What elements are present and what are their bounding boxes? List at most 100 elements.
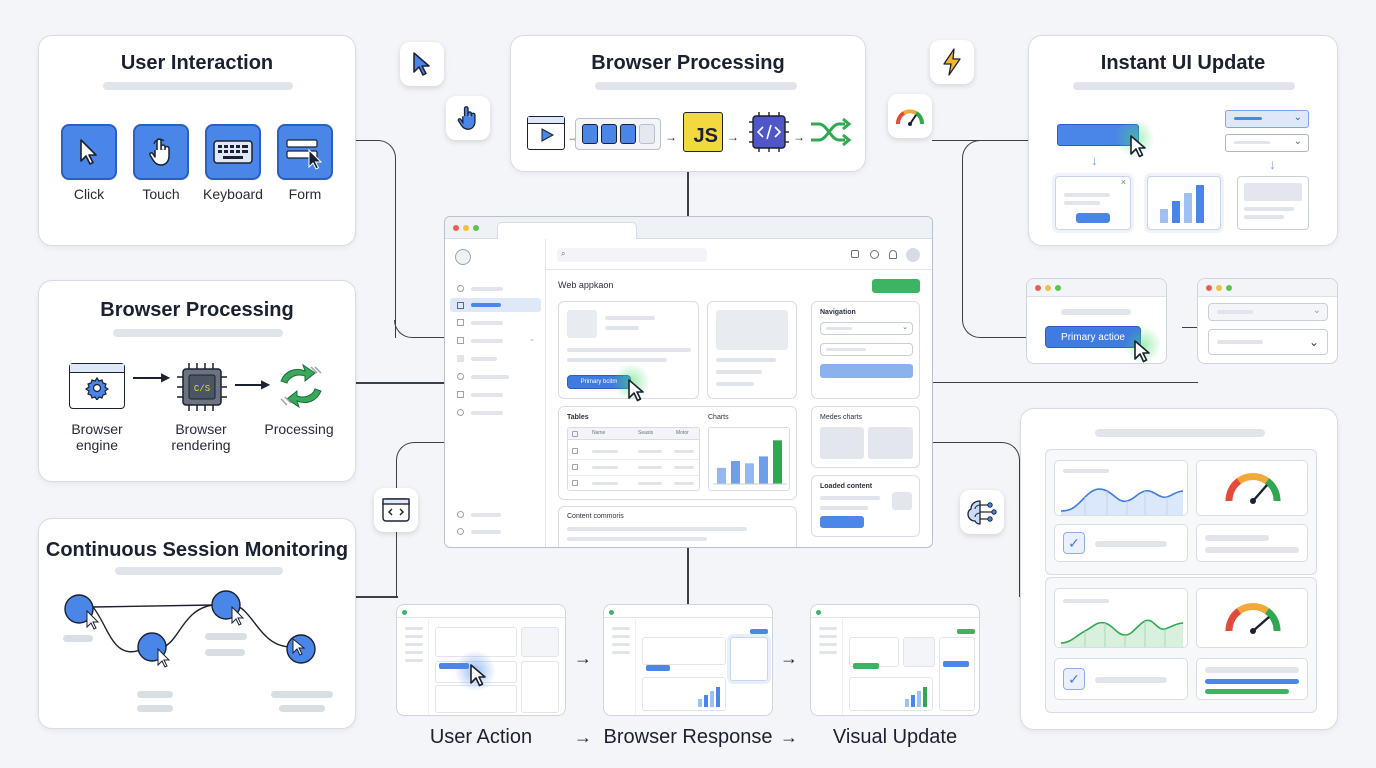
navigation-select[interactable]: ⌄ (820, 322, 913, 335)
mini-select-open[interactable]: ⌄ (1208, 329, 1328, 355)
primary-action-button[interactable]: Primary actioe (1045, 326, 1141, 348)
lightning-icon (943, 48, 961, 76)
browser-engine-label: Browser engine (71, 421, 123, 453)
flow-step-label: User Action (429, 726, 533, 748)
row-checkbox[interactable] (572, 448, 578, 454)
keyboard-icon (213, 140, 253, 164)
dropdown-selected[interactable]: ⌄ (1225, 110, 1309, 128)
table-header: Seasts (638, 430, 654, 436)
dropdown[interactable]: ⌄ (1225, 134, 1309, 152)
cursor-icon (1134, 340, 1150, 363)
flow-arrow: → (574, 648, 592, 668)
shuffle-icon (811, 117, 851, 147)
processing-label: Processing (264, 421, 334, 437)
card-title: Browser Processing (100, 299, 294, 321)
tables-label: Tables (567, 414, 589, 421)
flow-arrow: → (574, 727, 592, 747)
chevron-down-icon: ⌄ (529, 336, 535, 343)
image-icon[interactable] (851, 250, 859, 258)
text-tile (1196, 524, 1308, 562)
bar-chart-svg (713, 440, 787, 485)
content-preview (1237, 176, 1309, 230)
profile-avatar[interactable] (906, 248, 920, 262)
line-chart-tile (1054, 588, 1188, 648)
search-input[interactable]: ⌕ (557, 248, 707, 262)
instant-ui-update-card: Instant UI Update ↓ × ⌄ ⌄ ↓ (1028, 35, 1338, 246)
connector-browser-processing (356, 382, 444, 384)
click-tile[interactable] (61, 124, 117, 180)
chip-text: C/S (194, 384, 210, 394)
checkbox-tile: ✓ (1054, 658, 1188, 700)
card-title: Instant UI Update (1100, 52, 1266, 74)
green-action-button[interactable] (872, 279, 920, 293)
arrow-head: ▶ (161, 370, 171, 384)
session-path-diagram (63, 590, 333, 712)
brain-float (960, 490, 1004, 534)
content-label: Content commoris (567, 513, 624, 520)
media-charts-label: Medes charts (820, 414, 863, 421)
navigation-input[interactable] (820, 343, 913, 356)
row-checkbox[interactable] (572, 480, 578, 486)
loaded-content-button[interactable] (820, 516, 864, 528)
brain-circuit-icon (967, 500, 997, 525)
mini-window-action: Primary actioe (1026, 278, 1167, 364)
form-icon (286, 139, 323, 170)
help-icon[interactable] (870, 250, 879, 259)
card-title: User Interaction (120, 52, 274, 74)
gauge-float (888, 94, 932, 138)
gauge-icon (1225, 473, 1281, 504)
card-title: Continuous Session Monitoring (45, 539, 349, 561)
bell-icon[interactable] (889, 250, 897, 259)
cursor-float (400, 42, 444, 86)
browser-processing-card-top: Browser Processing → → JS → → (510, 35, 866, 172)
progress-tile (1196, 658, 1308, 700)
table-header: Name (592, 430, 606, 436)
cursor-node-icon (137, 632, 171, 668)
navigation-submit[interactable] (820, 364, 913, 378)
loaded-content-panel: Loaded content (811, 475, 920, 537)
connector-right-mini-b (1182, 327, 1198, 383)
browser-tab[interactable] (497, 222, 637, 239)
touch-label: Touch (142, 186, 180, 202)
image-panel (707, 301, 797, 399)
cursor-icon (628, 379, 644, 402)
form-tile[interactable] (277, 124, 333, 180)
response-modal (730, 637, 768, 681)
flow-step-label: Visual Update (832, 726, 958, 748)
content-panel: Content commoris (558, 506, 797, 547)
window-controls[interactable] (453, 225, 479, 231)
arrow-icon: → (665, 130, 677, 144)
touch-tile[interactable] (133, 124, 189, 180)
mini-select[interactable]: ⌄ (1208, 303, 1328, 321)
arrow-line (235, 384, 265, 386)
navigation-panel: Navigation ⌄ (811, 301, 920, 399)
line-chart-icon (1061, 619, 1183, 647)
code-chip-icon (749, 112, 789, 152)
cursor-node-icon (286, 634, 316, 664)
chart-preview (1147, 176, 1221, 230)
touch-float (446, 96, 490, 140)
line-chart-icon (1061, 488, 1183, 515)
flow-step-label: Browser Response (603, 726, 773, 748)
chart-bar (745, 463, 754, 484)
touch-icon (149, 138, 170, 166)
check-icon[interactable]: ✓ (1063, 668, 1085, 690)
connector-dashboard (932, 442, 1020, 597)
subtitle-placeholder (103, 82, 293, 90)
keyboard-tile[interactable] (205, 124, 261, 180)
gauge-tile (1196, 460, 1308, 516)
down-arrow-icon: ↓ (1091, 152, 1098, 168)
check-icon[interactable]: ✓ (1063, 532, 1085, 554)
arrow-icon: → (793, 130, 805, 144)
flow-arrow: → (780, 648, 798, 668)
connector-instant-ui (962, 140, 1028, 338)
row-checkbox[interactable] (572, 464, 578, 470)
touch-icon (457, 106, 476, 130)
browser-engine-icon (69, 363, 125, 409)
chart-bar (731, 461, 740, 484)
cursor-node-icon (64, 594, 100, 630)
modal-preview: × (1055, 176, 1131, 230)
avatar[interactable] (455, 249, 471, 265)
arrow-line (133, 377, 167, 379)
subtitle-placeholder (115, 567, 283, 575)
